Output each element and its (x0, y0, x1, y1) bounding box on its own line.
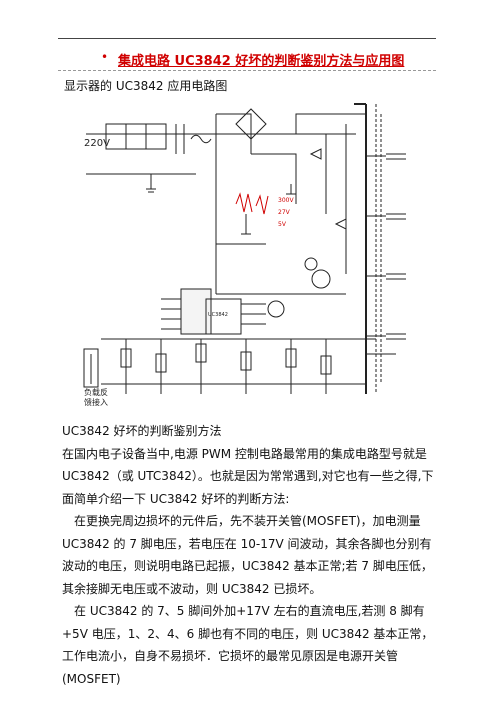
page-title[interactable]: 集成电路 UC3842 好坏的判断鉴别方法与应用图 (118, 54, 405, 69)
waveform-label-1: 27V (278, 209, 291, 216)
feedback-label-1: 负载反 (84, 387, 108, 397)
waveform-label-2: 5V (278, 221, 287, 228)
paragraph-2: 在更换完周边损坏的元件后，先不装开关管(MOSFET)，加电测量 UC3842 … (62, 514, 433, 596)
feedback-label-2: 馈接入 (84, 397, 108, 407)
article-heading: UC3842 好坏的判断鉴别方法 (62, 424, 222, 438)
article-body: UC3842 好坏的判断鉴别方法 在国内电子设备当中,电源 PWM 控制电路最常… (62, 420, 440, 690)
title-row: • 集成电路 UC3842 好坏的判断鉴别方法与应用图 (58, 50, 436, 70)
waveform-label-0: 300V (278, 197, 294, 204)
paragraph-1: 在国内电子设备当中,电源 PWM 控制电路最常用的集成电路型号就是 UC3842… (62, 446, 434, 506)
figure-caption: 显示器的 UC3842 应用电路图 (64, 79, 228, 93)
circuit-diagram: 220V 负载反 馈接入 UC3842 300V 27V 5V (83, 103, 406, 407)
title-bullet: • (101, 50, 109, 64)
paragraph-3: 在 UC3842 的 7、5 脚间外加+17V 左右的直流电压,若测 8 脚有+… (62, 604, 434, 686)
input-voltage-label: 220V (84, 138, 110, 149)
header-rule (58, 38, 436, 39)
title-divider (58, 70, 436, 71)
ic-label: UC3842 (208, 312, 228, 318)
